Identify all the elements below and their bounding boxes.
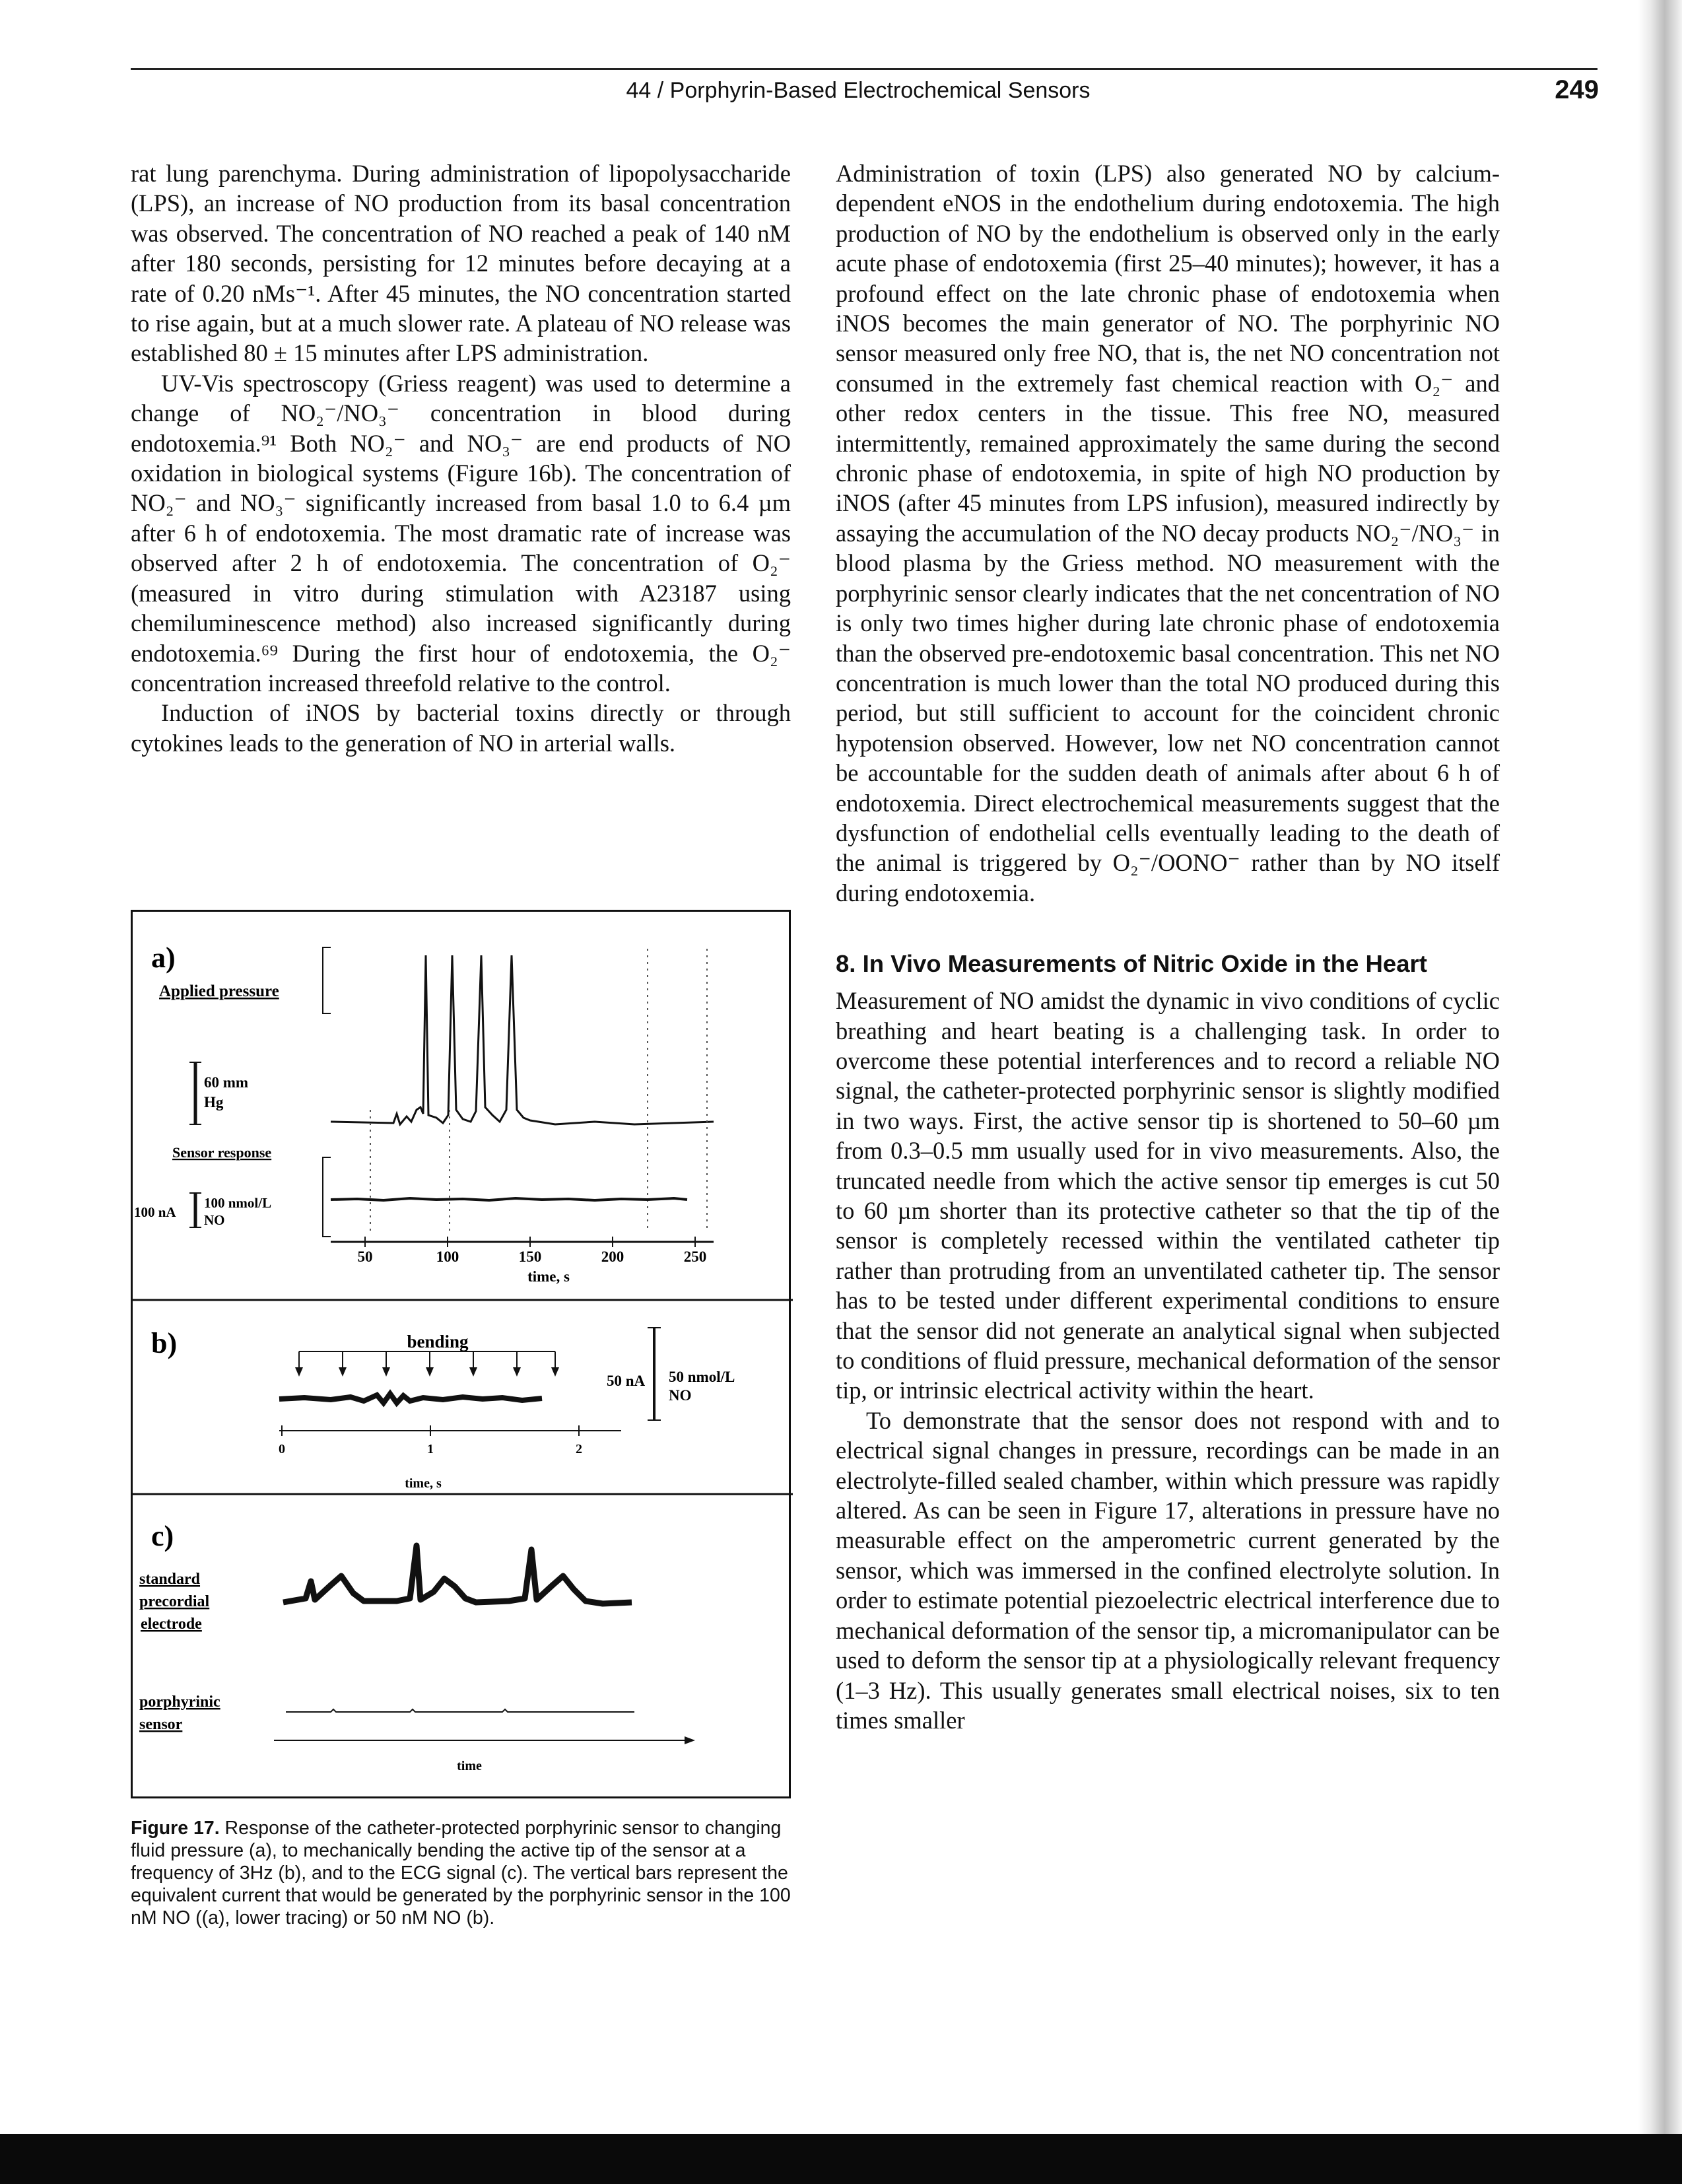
page-number: 249 — [1555, 75, 1599, 104]
sensor-response-label: Sensor response — [172, 1144, 271, 1161]
scale-no-b: NO — [669, 1387, 692, 1404]
tick-label: 250 — [684, 1248, 707, 1265]
applied-pressure-label: Applied pressure — [159, 982, 279, 1000]
left-paragraph-1: rat lung parenchyma. During administrati… — [131, 160, 791, 367]
panel-b-letter: b) — [151, 1327, 177, 1359]
right-paragraph-2: Measurement of NO amidst the dynamic in … — [836, 987, 1500, 1404]
sensor-bracket — [322, 1157, 331, 1237]
scale-50nmol: 50 nmol/L — [669, 1369, 735, 1385]
figure-17: a) Applied pressure 60 mm Hg Sensor resp… — [131, 910, 793, 1798]
tick-label: 200 — [601, 1248, 624, 1265]
bending-trace — [279, 1389, 543, 1408]
caption-text: Response of the catheter-protected porph… — [131, 1818, 791, 1928]
label-standard: standard — [139, 1571, 201, 1588]
right-column: Administration of toxin (LPS) also gener… — [836, 158, 1500, 1735]
panel-a-xlabel: time, s — [527, 1268, 570, 1285]
label-precordial: precordial — [139, 1593, 210, 1610]
pressure-trace — [330, 955, 714, 1127]
bending-arrow-head — [551, 1367, 559, 1377]
tick-label: 50 — [358, 1248, 373, 1265]
panel-a-ticks: 50 100 150 200 250 — [358, 1237, 707, 1265]
figure-caption: Figure 17. Response of the catheter-prot… — [131, 1817, 797, 1929]
panel-b-xlabel: time, s — [405, 1476, 442, 1491]
porphyrinic-sensor-trace — [286, 1708, 634, 1713]
label-electrode: electrode — [141, 1616, 202, 1633]
pressure-bracket — [322, 947, 331, 1014]
scale-50na: 50 nA — [607, 1373, 646, 1389]
scale-100na: 100 nA — [134, 1204, 176, 1220]
tick-label: 0 — [279, 1442, 285, 1456]
panel-b-ticks: 0 1 2 — [279, 1425, 582, 1456]
scale-100nmol: 100 nmol/L — [204, 1195, 271, 1211]
time-arrow-head — [685, 1736, 695, 1744]
tick-label: 100 — [436, 1248, 459, 1265]
ecg-trace — [283, 1542, 632, 1607]
scanned-page-edge — [1638, 0, 1682, 2134]
tick-label: 150 — [519, 1248, 542, 1265]
sensor-response-trace — [330, 1196, 688, 1202]
left-column: rat lung parenchyma. During administrati… — [131, 158, 791, 758]
bending-arrows — [295, 1351, 559, 1377]
label-porphyrinic: porphyrinic — [139, 1693, 220, 1711]
right-paragraph-3: To demonstrate that the sensor does not … — [836, 1406, 1500, 1734]
bending-arrow-head — [513, 1367, 521, 1377]
panel-c-xlabel: time — [457, 1759, 482, 1773]
scan-bottom-edge — [0, 2134, 1682, 2184]
section-heading: 8. In Vivo Measurements of Nitric Oxide … — [836, 950, 1427, 978]
bending-label: bending — [407, 1332, 469, 1351]
header-rule — [131, 68, 1598, 70]
bending-arrow-head — [339, 1367, 347, 1377]
panel-a-letter: a) — [151, 941, 176, 974]
scale-hg: Hg — [204, 1094, 224, 1110]
bending-arrow-head — [469, 1367, 477, 1377]
bending-arrow-head — [295, 1367, 303, 1377]
right-paragraph-1: Administration of toxin (LPS) also gener… — [836, 160, 1500, 906]
left-paragraph-3: Induction of iNOS by bacterial toxins di… — [131, 699, 791, 757]
scale-no-a: NO — [204, 1212, 225, 1228]
bending-arrow-head — [426, 1367, 434, 1377]
caption-lead: Figure 17. — [131, 1818, 220, 1839]
label-sensor: sensor — [139, 1716, 183, 1733]
bending-arrow-head — [382, 1367, 390, 1377]
figure-17-graphic: a) Applied pressure 60 mm Hg Sensor resp… — [133, 941, 793, 1773]
scale-60mm: 60 mm — [204, 1074, 248, 1091]
panel-c-letter: c) — [151, 1520, 174, 1552]
left-paragraph-2: UV-Vis spectroscopy (Griess reagent) was… — [131, 369, 791, 697]
tick-label: 2 — [576, 1442, 582, 1456]
running-title: 44 / Porphyrin-Based Electrochemical Sen… — [626, 78, 1091, 103]
tick-label: 1 — [427, 1442, 434, 1456]
